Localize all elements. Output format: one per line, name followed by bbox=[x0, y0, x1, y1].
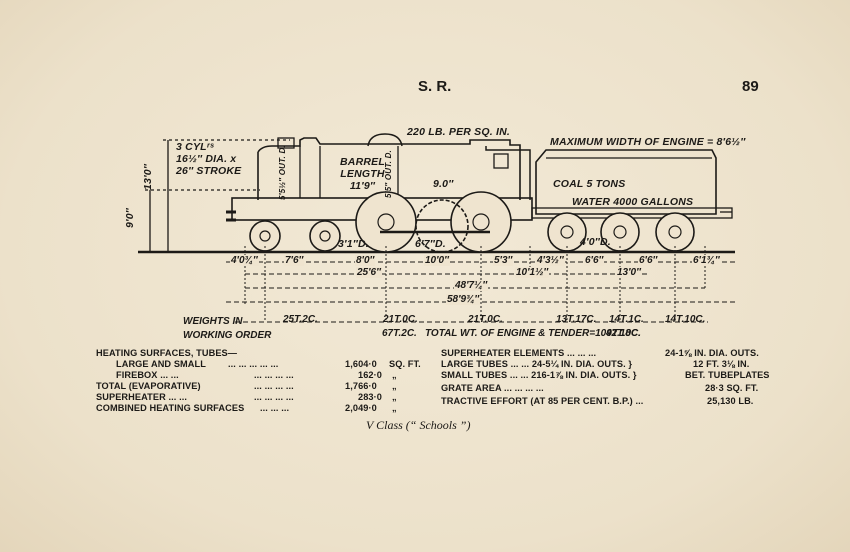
coupled-wheel-diameter: 6′7″D. bbox=[415, 238, 446, 250]
tender-total-weight: 42T.8C. bbox=[606, 328, 641, 339]
page-number: 89 bbox=[742, 78, 759, 95]
coupled-wheel bbox=[415, 199, 469, 253]
axle-weight: 13T.17C. bbox=[556, 314, 597, 325]
boiler-outline bbox=[257, 137, 521, 200]
dimension-row1: 6′1¾″ bbox=[692, 255, 721, 266]
dimension-row1: 10′0″ bbox=[424, 255, 450, 266]
axle-weight: 25T.2C. bbox=[283, 314, 318, 325]
dimension-row2: 25′6″ bbox=[356, 267, 382, 278]
smokebox-end-diameter: 5′5″ OUT. D. bbox=[384, 149, 393, 198]
barrel-length-label: BARREL LENGTH 11′9″ bbox=[340, 156, 385, 192]
axle-weight: 14T.1C. bbox=[609, 314, 644, 325]
max-width-label: MAXIMUM WIDTH OF ENGINE = 8′6½″ bbox=[550, 136, 746, 148]
water-capacity-label: WATER 4000 GALLONS bbox=[572, 196, 694, 208]
dimension-row1: 5′3″ bbox=[493, 255, 514, 266]
weights-label: WEIGHTS IN bbox=[183, 316, 243, 327]
chimney bbox=[277, 137, 295, 149]
dimension-row1: 4′0¾″ bbox=[230, 255, 259, 266]
dimension-row1: 8′0″ bbox=[355, 255, 376, 266]
dimension-row1: 7′6″ bbox=[284, 255, 305, 266]
weights-label: WORKING ORDER bbox=[183, 330, 272, 341]
cab-outline bbox=[485, 146, 531, 200]
boiler-pressure-label: 220 LB. PER SQ. IN. bbox=[407, 126, 510, 138]
figure-caption: V Class (“ Schools ”) bbox=[366, 418, 471, 432]
coupled-wheel bbox=[450, 191, 512, 253]
dimension-row1: 4′3½″ bbox=[536, 255, 565, 266]
bogie-wheel-diameter: 3′1″D. bbox=[338, 238, 369, 250]
height-dimension: 13′0″ bbox=[142, 163, 154, 190]
axle-weight: 21T.0C. bbox=[383, 314, 418, 325]
coal-capacity-label: COAL 5 TONS bbox=[553, 178, 626, 190]
axle-weight: 21T.0C. bbox=[468, 314, 503, 325]
cylinder-label: 3 CYLʳˢ 16½″ DIA. x 26″ STROKE bbox=[176, 141, 242, 177]
dimension-row1: 6′6″ bbox=[584, 255, 605, 266]
engine-total-weight: 67T.2C. bbox=[382, 328, 417, 339]
dimension-row2: 13′0″ bbox=[616, 267, 642, 278]
dimension-row1: 6′6″ bbox=[638, 255, 659, 266]
firebox-end-diameter: 5′5½″ OUT. D. bbox=[278, 145, 287, 200]
tube-length-label: 9.0″ bbox=[433, 178, 454, 190]
boiler-centre-dimension: 9′0″ bbox=[124, 207, 136, 228]
tender-wheel-diameter: 4′0″D. bbox=[580, 236, 611, 248]
dimension-row3: 48′7¼″ bbox=[454, 280, 489, 291]
tender-body bbox=[535, 149, 717, 215]
dimension-row4: 58′9¾″ bbox=[446, 294, 481, 305]
axle-weight: 14T.10C. bbox=[665, 314, 706, 325]
section-heading: S. R. bbox=[418, 78, 452, 95]
tender-wheel bbox=[655, 212, 695, 252]
dimension-row2: 10′1½″ bbox=[515, 267, 550, 278]
dome bbox=[367, 133, 403, 147]
grand-total-weight: TOTAL WT. OF ENGINE & TENDER=109T.10C. bbox=[425, 328, 642, 339]
bogie-wheel bbox=[309, 220, 341, 252]
